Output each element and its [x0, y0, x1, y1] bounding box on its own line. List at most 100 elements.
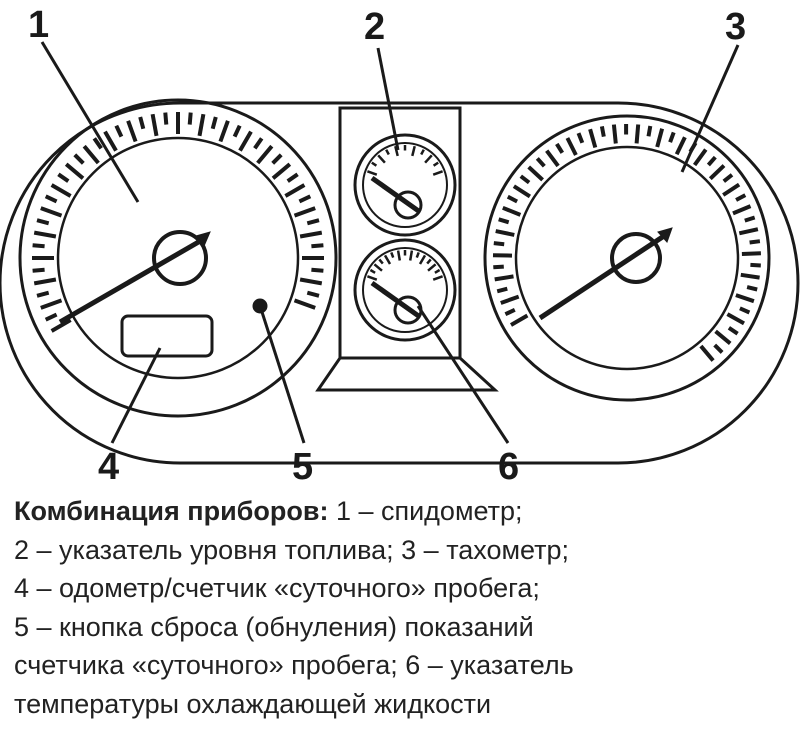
speedometer-tick [50, 318, 72, 333]
speedometer-tick [150, 113, 159, 137]
speedometer-tick [271, 153, 283, 165]
leader-line-1 [40, 41, 140, 203]
temperature-gauge-tick [434, 268, 441, 274]
tachometer-tick [496, 286, 508, 294]
temperature-gauge-dial [353, 238, 457, 342]
speedometer-tick [232, 124, 242, 138]
speedometer-tick [299, 230, 323, 239]
tachometer-tick [502, 205, 522, 217]
temperature-gauge-tick [415, 251, 420, 259]
caption-line-6: температуры охлаждающей жидкости [14, 688, 492, 719]
tachometer-tick [500, 294, 520, 305]
tachometer-tick [535, 157, 546, 168]
speedometer-tick [33, 230, 57, 239]
leader-line-4 [110, 347, 162, 444]
speedometer-tick [44, 194, 58, 204]
callout-label-6: 6 [498, 446, 520, 488]
speedometer-needle [58, 237, 204, 325]
speedometer-tick [36, 218, 50, 226]
temperature-gauge-tick [378, 258, 384, 265]
tachometer-tick [706, 155, 717, 167]
tachometer-tick [588, 128, 598, 149]
cluster-housing [0, 101, 800, 465]
tachometer-tick [746, 285, 758, 292]
speedometer-tick [57, 172, 70, 183]
tachometer-tick [674, 136, 687, 156]
tachometer-tick [722, 182, 741, 197]
fuel-gauge-tick [394, 145, 399, 157]
speedometer-tick [284, 183, 306, 198]
tachometer-tick [527, 165, 544, 182]
tachometer-tick [713, 343, 724, 354]
temperature-gauge-needle [370, 280, 422, 320]
temperature-gauge-tick [373, 263, 383, 272]
caption-line-2: 2 – указатель уровня топлива; 3 – тахоме… [14, 534, 570, 565]
speedometer-hub [152, 230, 208, 286]
tachometer-dial [483, 114, 771, 402]
tachometer-tick [634, 124, 641, 144]
tachometer-tick [744, 215, 756, 223]
speedometer-tick [238, 130, 253, 152]
tachometer-tick [741, 251, 761, 256]
temperature-gauge-tick [427, 263, 437, 272]
temperature-gauge-ticks [366, 250, 444, 281]
tachometer-tick [735, 193, 747, 202]
temperature-gauge-tick [418, 254, 427, 265]
temperature-gauge-tick [426, 258, 432, 265]
tachometer-tick [699, 344, 715, 362]
fuel-gauge-needle [370, 175, 422, 215]
tachometer-tick [555, 142, 565, 154]
fuel-gauge-tick [371, 161, 378, 167]
odometer-window [120, 314, 214, 358]
tachometer-tick [504, 307, 516, 317]
caption-line-1: Комбинация приборов: 1 – спидометр; [14, 492, 786, 531]
tachometer-tick [498, 217, 510, 225]
figure-caption: Комбинация приборов: 1 – спидометр; 2 – … [14, 492, 786, 723]
speedometer-tick [163, 112, 169, 125]
leader-line-5 [260, 311, 306, 444]
speedometer-tick [40, 206, 63, 218]
speedometer-tick [32, 243, 45, 249]
speedometer-tick [293, 298, 316, 310]
tachometer-tick [726, 312, 745, 326]
caption-line-5: счетчика «суточного» пробега; 6 – указат… [14, 650, 574, 680]
callout-label-2: 2 [364, 6, 386, 48]
speedometer-tick [33, 277, 57, 286]
caption-item-1: 1 – спидометр; [328, 496, 523, 526]
tachometer-tick [668, 131, 676, 143]
speedometer-tick [306, 218, 320, 226]
fuel-gauge-tick [366, 170, 378, 176]
speedometer-scale-ticks [32, 112, 324, 333]
speedometer-needle-tip [195, 231, 211, 247]
tachometer-tick [739, 306, 751, 315]
tachometer-tick [732, 204, 752, 216]
center-panel-base [315, 356, 499, 392]
tachometer-tick [506, 194, 519, 204]
tachometer-tick [750, 262, 761, 268]
tachometer-tick [545, 149, 560, 168]
fuel-gauge-ticks [366, 145, 444, 176]
speedometer-tick [253, 137, 264, 150]
trip-reset-button [252, 298, 268, 314]
fuel-gauge-hub [393, 190, 423, 220]
temperature-gauge-tick [408, 250, 414, 261]
temperature-gauge-tick [432, 275, 444, 281]
speedometer-tick [114, 124, 124, 138]
leader-line-3 [680, 44, 740, 173]
callout-label-1: 1 [28, 4, 50, 46]
temperature-gauge-tick [396, 250, 402, 261]
tachometer-tick [509, 313, 529, 327]
speedometer-tick [197, 113, 206, 137]
tachometer-tick [735, 293, 755, 304]
tachometer-tick [565, 137, 578, 156]
speedometer-tick [44, 312, 58, 322]
speedometer-tick [32, 267, 45, 273]
tachometer-tick [611, 124, 618, 144]
tachometer-tick [576, 132, 585, 144]
speedometer-tick [311, 243, 324, 249]
speedometer-tick [36, 290, 50, 298]
speedometer-tick [271, 162, 292, 180]
tachometer-tick [494, 274, 514, 282]
